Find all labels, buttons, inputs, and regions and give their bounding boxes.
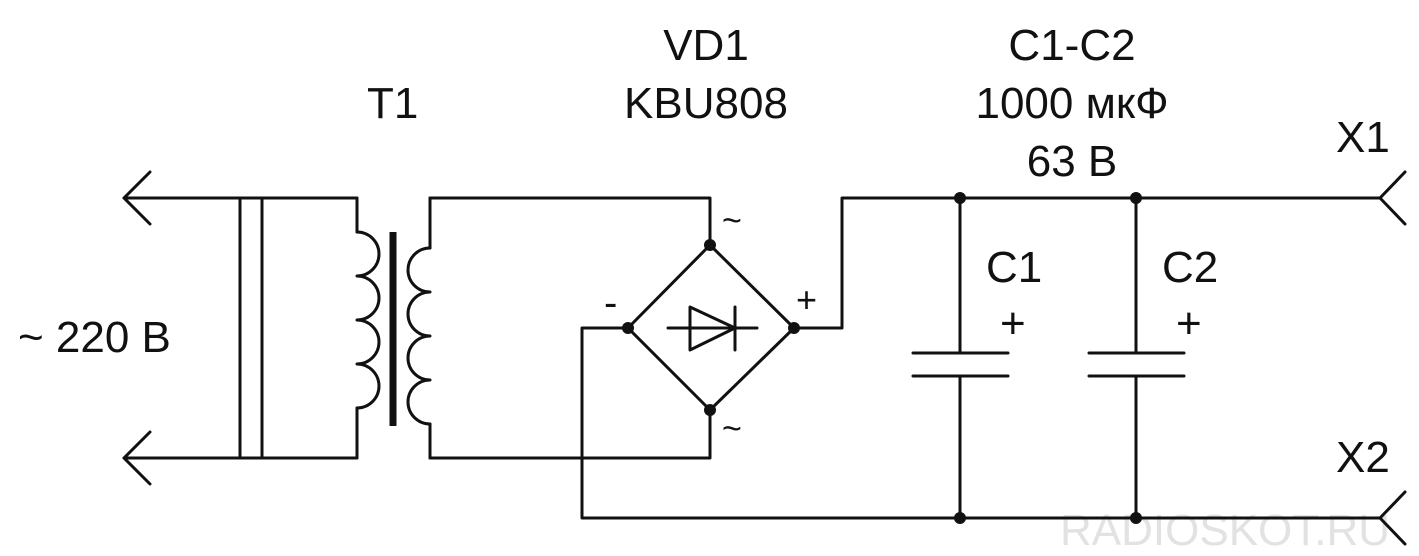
bridge-part-label: KBU808 <box>624 79 788 128</box>
cap2-polarity: + <box>1176 299 1202 348</box>
capacitor-c2 <box>1087 196 1186 520</box>
output-terminal-x1 <box>1378 170 1407 226</box>
junction-c2-bottom <box>1130 512 1142 524</box>
bridge-ref-label: VD1 <box>663 21 749 70</box>
cap2-label: C2 <box>1162 243 1218 292</box>
wire-negative-rail <box>580 326 1382 520</box>
transformer-label: T1 <box>367 79 418 128</box>
output-terminal-x2 <box>1378 490 1407 546</box>
wire-ac-bottom <box>428 408 712 460</box>
bridge-ac-top-label: ~ <box>722 202 742 240</box>
bridge-minus-label: - <box>604 281 617 325</box>
caps-ref-label: C1-C2 <box>1008 21 1135 70</box>
wire-positive-rail <box>792 196 1382 330</box>
watermark: RADIOSKOT.RU <box>1060 506 1390 555</box>
cap1-label: C1 <box>986 243 1042 292</box>
wire-ac-top <box>428 196 712 247</box>
bridge-plus-label: + <box>796 279 817 320</box>
caps-voltage-label: 63 В <box>1027 137 1118 186</box>
output-x2-label: X2 <box>1336 433 1390 482</box>
capacitor-c1 <box>911 196 1010 520</box>
cap1-polarity: + <box>1000 299 1026 348</box>
output-x1-label: X1 <box>1336 113 1390 162</box>
junction-c2-top <box>1130 192 1142 204</box>
transformer-secondary-winding <box>406 196 432 460</box>
input-voltage-label: ~ 220 В <box>18 313 171 362</box>
bridge-node-ac-bottom <box>704 404 716 416</box>
junction-c1-bottom <box>954 512 966 524</box>
diode-bridge <box>626 243 796 412</box>
junction-c1-top <box>954 192 966 204</box>
caps-value-label: 1000 мкФ <box>975 79 1168 128</box>
bridge-ac-bottom-label: ~ <box>722 410 742 448</box>
transformer-primary-winding <box>355 196 381 460</box>
bridge-node-ac-top <box>704 239 716 251</box>
